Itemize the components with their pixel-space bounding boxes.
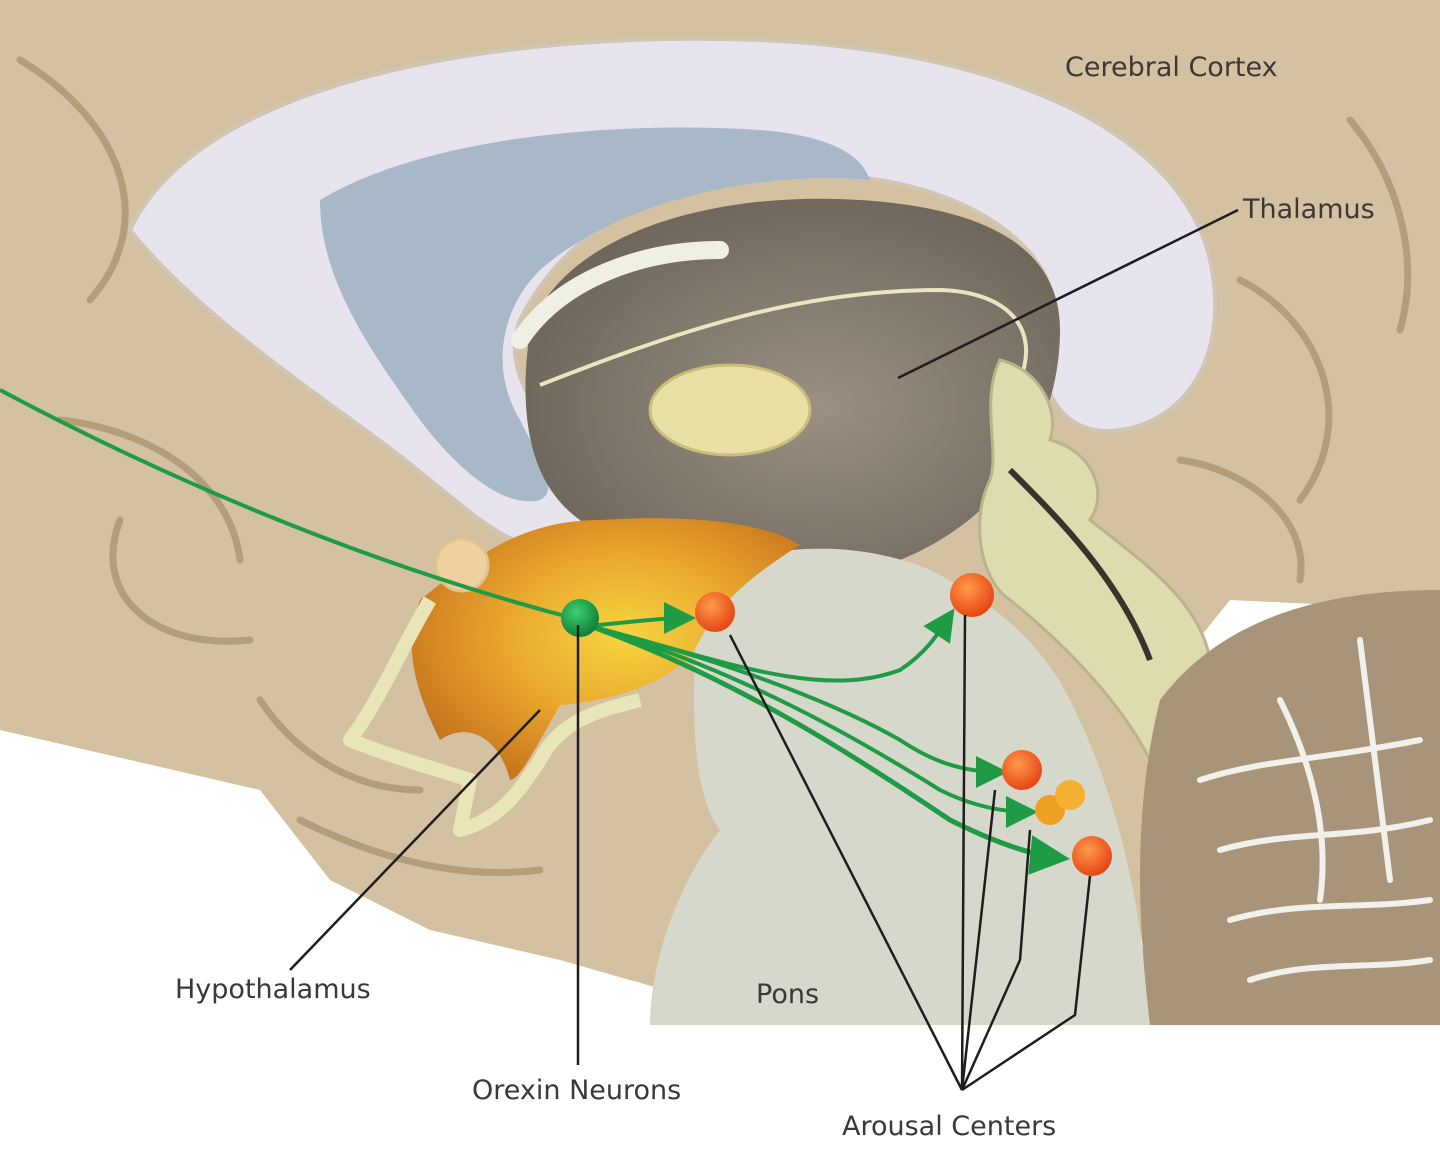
leader-line-arousal-3 — [960, 789, 997, 1091]
orexin-projection-1 — [589, 602, 696, 635]
leader-line-arousal-4 — [960, 829, 1032, 1091]
orexin-projection-3 — [589, 624, 1008, 788]
arousal-center-dot — [950, 573, 994, 617]
lateral-ventricle — [320, 127, 870, 502]
fornix — [511, 241, 729, 349]
aqueduct-line — [1007, 467, 1153, 662]
interthalamic-adhesion — [648, 363, 812, 457]
label-pons: Pons — [756, 979, 819, 1010]
leader-line-arousal-5 — [961, 875, 1092, 1092]
leader-line-hypothalamus — [289, 709, 541, 971]
label-hypothalamus: Hypothalamus — [175, 974, 371, 1005]
leader-line-arousal-1 — [728, 634, 964, 1091]
optic-chiasm-outline — [343, 596, 642, 837]
cerebellum-white-matter — [1197, 637, 1433, 983]
orexin-projection-4 — [589, 624, 1038, 828]
leader-line-thalamus — [897, 208, 1239, 380]
label-cerebral-cortex: Cerebral Cortex — [1065, 52, 1278, 83]
label-orexin-neurons: Orexin Neurons — [472, 1075, 681, 1106]
orexin-neuron-dot — [561, 599, 599, 637]
label-thalamus: Thalamus — [1242, 194, 1375, 225]
arousal-center-cluster — [1035, 780, 1085, 825]
arousal-center-dot — [1072, 836, 1112, 876]
leader-line-arousal-2 — [960, 614, 967, 1091]
orexin-projection-cortex — [0, 388, 581, 622]
orexin-projection-5 — [589, 623, 1070, 875]
arousal-center-dot — [695, 592, 735, 632]
leader-lines — [289, 208, 1239, 1092]
orexin-pathway — [0, 388, 1070, 875]
hypothalamus-region — [411, 518, 800, 780]
arousal-center-dot — [1002, 750, 1042, 790]
stria-line — [539, 287, 1029, 387]
label-arousal-centers: Arousal Centers — [842, 1111, 1056, 1142]
anterior-commissure — [434, 537, 490, 593]
